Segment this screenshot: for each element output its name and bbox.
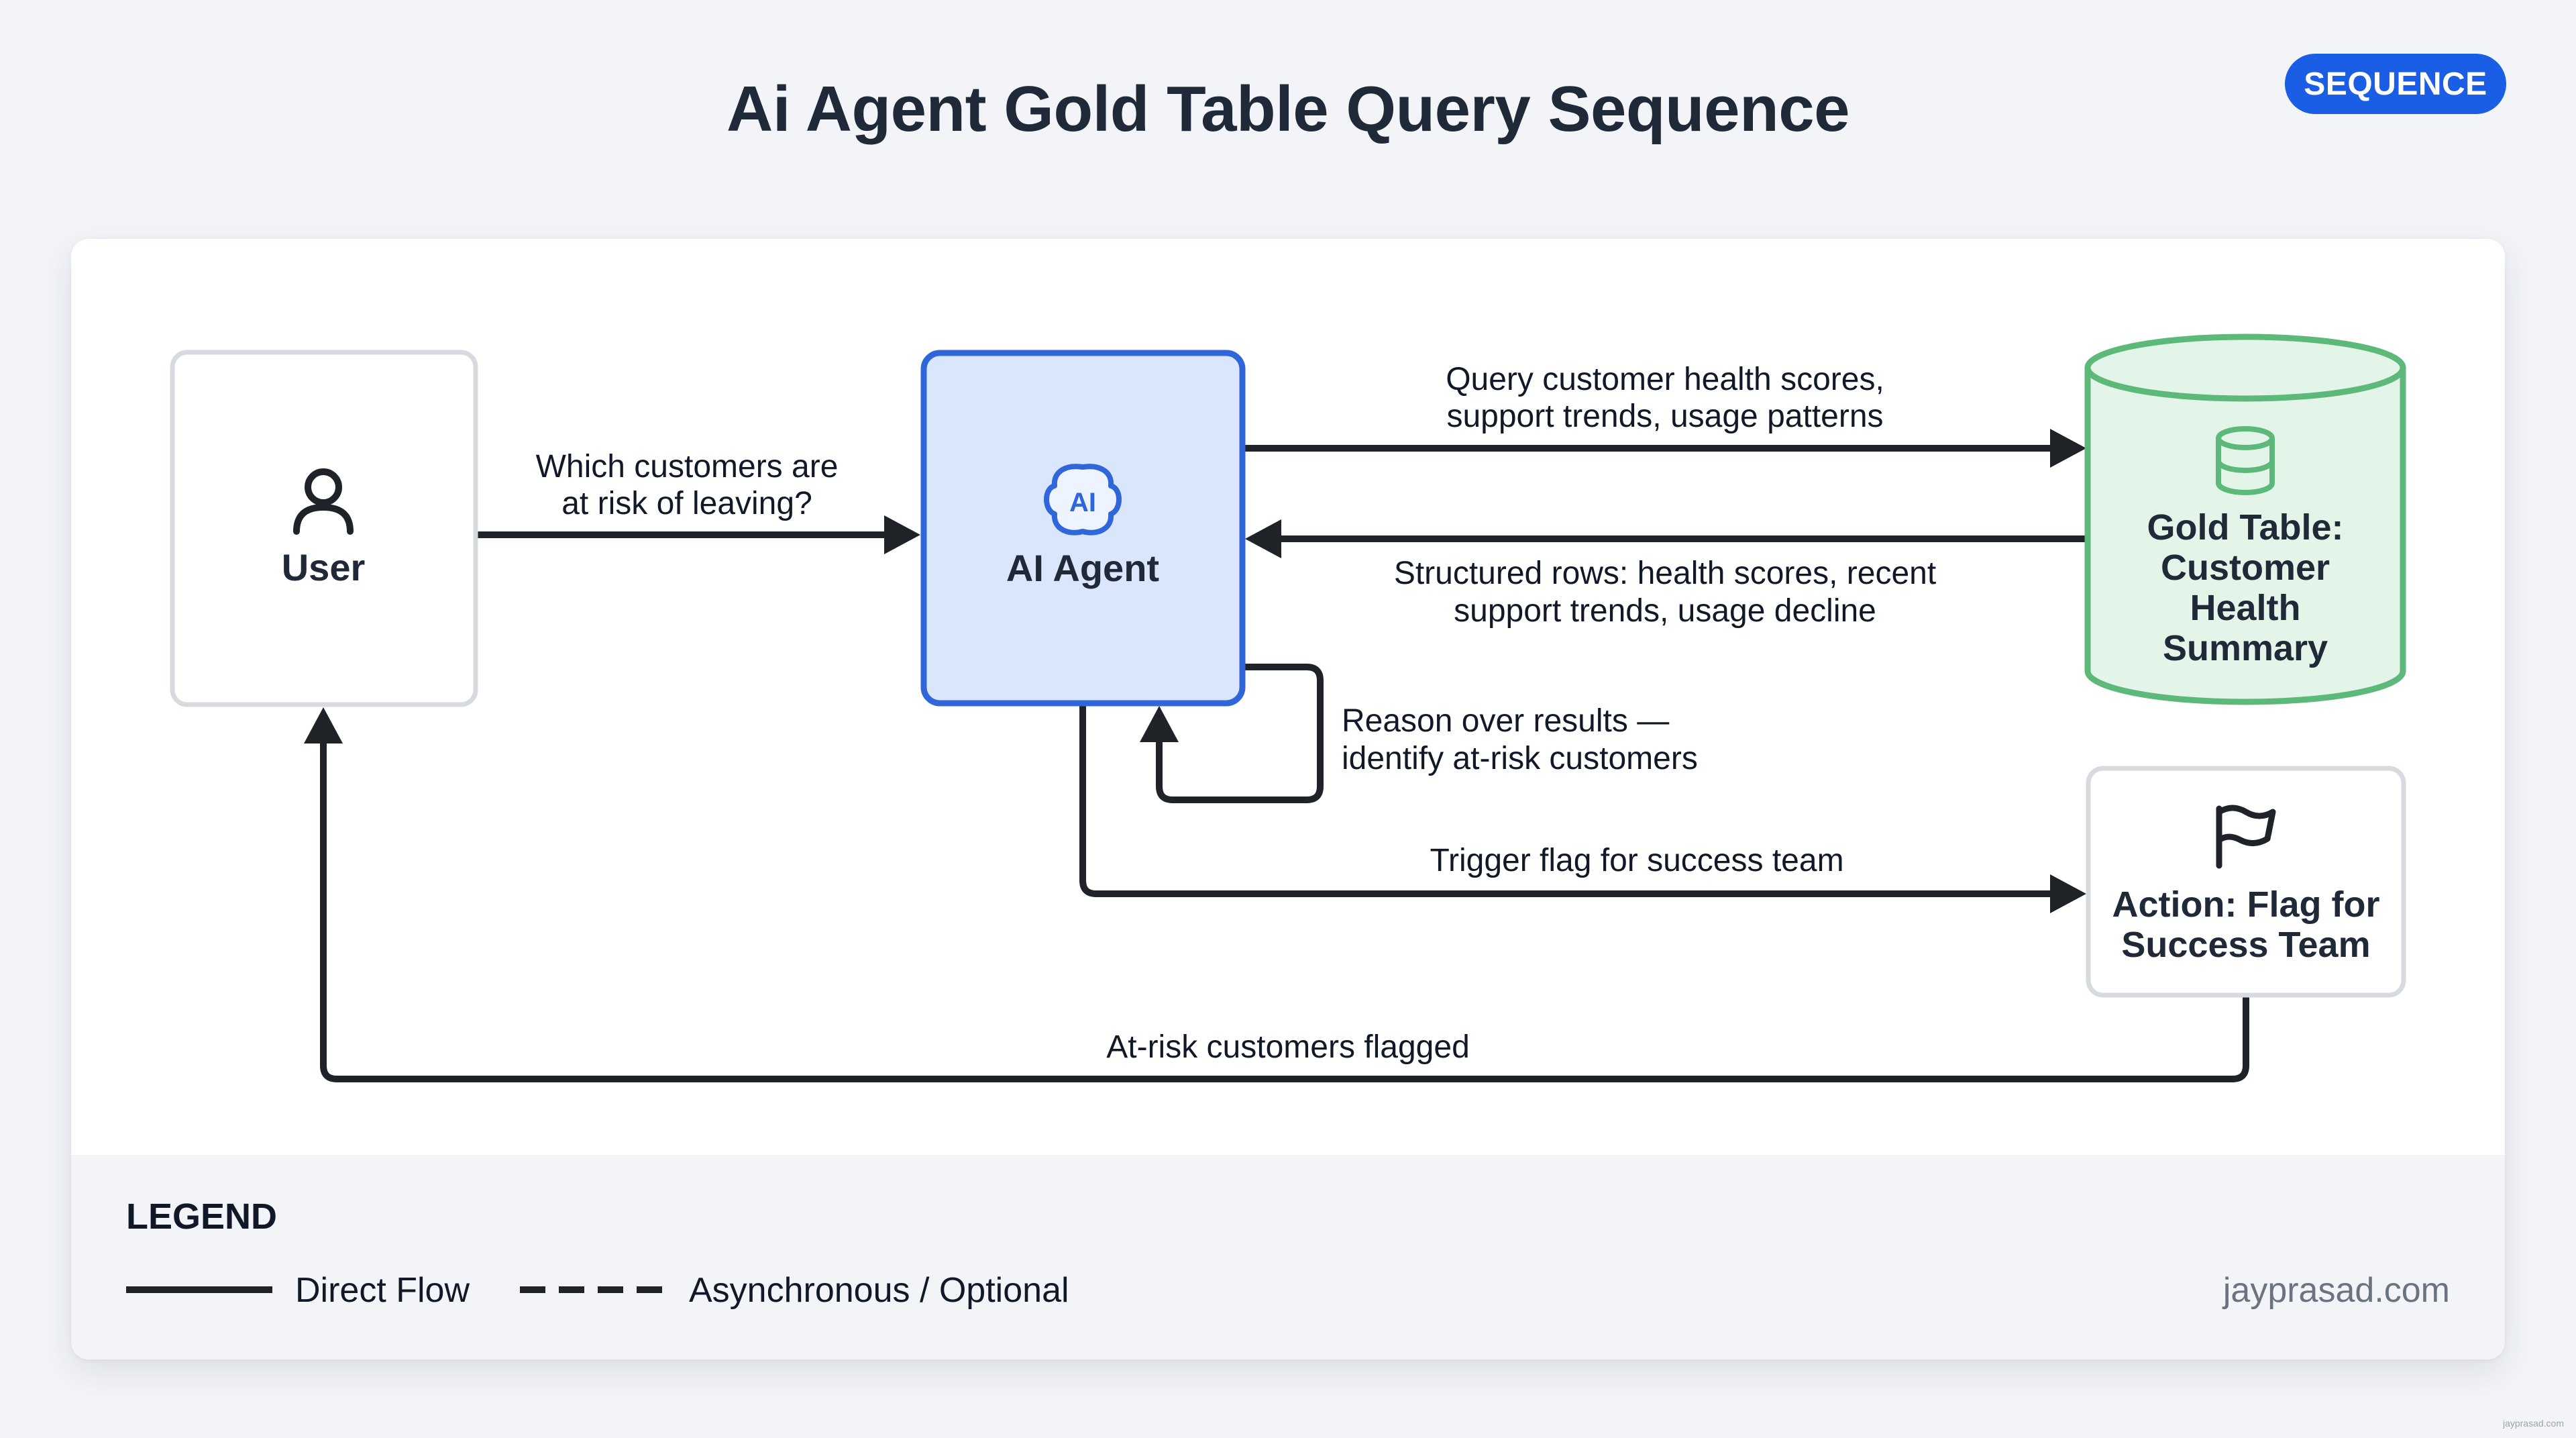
edge-label-action-to-user: At-risk customers flagged (1106, 1029, 1470, 1065)
flag-icon (2216, 805, 2276, 869)
ai-icon-text: AI (1069, 488, 1096, 517)
legend-title: LEGEND (126, 1196, 278, 1237)
arrowhead-action-to-user (304, 707, 343, 743)
edge-label-agent-self-line-1: Reason over results — (1342, 703, 1669, 739)
edge-agent-self-loop (1156, 664, 1324, 803)
legend-async-label: Asynchronous / Optional (689, 1271, 1069, 1310)
page-title: Ai Agent Gold Table Query Sequence (727, 73, 1849, 145)
site-credit[interactable]: jayprasad.com (2222, 1271, 2450, 1310)
arrowhead-user-to-agent (884, 515, 920, 554)
edge-label-table-to-agent-line-2: support trends, usage decline (1454, 593, 1876, 629)
edge-action-to-user (320, 742, 2249, 1082)
legend-panel (71, 1155, 2505, 1359)
edge-label-table-to-agent-line-1: Structured rows: health scores, recent (1394, 556, 1936, 591)
action-label-line-2: Success Team (2121, 925, 2370, 965)
edge-label-user-to-agent-line-1: Which customers are (536, 449, 839, 484)
user-label: User (282, 546, 366, 588)
edge-label-agent-self-line-2: identify at-risk customers (1342, 741, 1698, 776)
edge-agent-to-action (1079, 706, 2051, 897)
user-node: User (170, 350, 478, 707)
legend-async-line (520, 1286, 662, 1293)
edge-label-user-to-agent-line-2: at risk of leaving? (561, 486, 812, 521)
ai-agent-label: AI Agent (1006, 547, 1159, 589)
arrowhead-table-to-agent (1245, 519, 1281, 558)
gold-table-label-line-4: Summary (2163, 628, 2328, 668)
gold-table-node: Gold Table: Customer Health Summary (2084, 333, 2406, 705)
edge-label-agent-to-table-line-2: support trends, usage patterns (1446, 399, 1883, 434)
person-icon (293, 468, 354, 535)
action-label-line-1: Action: Flag for (2112, 884, 2380, 925)
ai-brain-icon: AI (1044, 464, 1122, 535)
legend-direct-flow-label: Direct Flow (295, 1271, 470, 1310)
edge-label-agent-to-table-line-1: Query customer health scores, (1446, 362, 1884, 397)
watermark: jayprasad.com (2502, 1418, 2564, 1429)
gold-table-label-line-1: Gold Table: (2147, 507, 2344, 548)
legend-direct-flow-line (126, 1286, 272, 1293)
sequence-badge: SEQUENCE (2285, 54, 2506, 114)
arrowhead-agent-to-table (2050, 429, 2086, 468)
database-icon (2216, 426, 2275, 495)
arrowhead-agent-self-loop (1140, 706, 1179, 742)
ai-agent-node: AI AI Agent (920, 350, 1246, 707)
gold-table-label-line-3: Health (2190, 588, 2300, 628)
gold-table-label-line-2: Customer (2161, 548, 2330, 588)
action-node: Action: Flag for Success Team (2086, 766, 2406, 998)
edge-label-agent-to-action: Trigger flag for success team (1430, 843, 1843, 878)
arrowhead-agent-to-action (2050, 874, 2086, 913)
